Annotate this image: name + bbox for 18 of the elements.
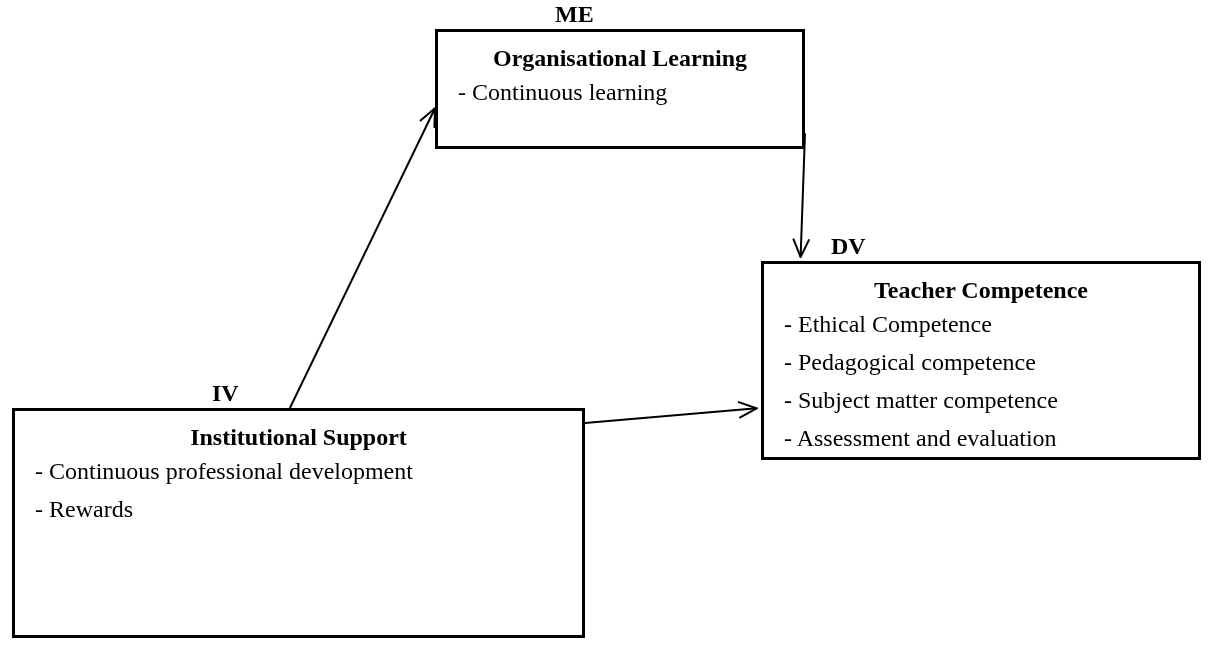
arrow <box>288 107 436 409</box>
list-item: - Ethical Competence <box>784 310 993 338</box>
concept-box <box>12 408 585 638</box>
variable-label: DV <box>831 234 866 258</box>
concept-box <box>761 261 1201 460</box>
variable-label: IV <box>212 381 239 405</box>
list-item: - Rewards <box>35 495 134 523</box>
list-item: - Assessment and evaluation <box>784 424 1058 452</box>
concept-box <box>435 29 805 149</box>
variable-label: ME <box>555 2 594 26</box>
box-heading: Teacher Competence <box>873 276 1089 305</box>
list-item: - Continuous professional development <box>35 457 414 485</box>
list-item: - Subject matter competence <box>784 386 1059 414</box>
arrow <box>584 400 758 424</box>
box-heading: Organisational Learning <box>492 44 748 73</box>
list-item: - Pedagogical competence <box>784 348 1037 376</box>
box-heading: Institutional Support <box>189 423 408 452</box>
list-item: - Continuous learning <box>458 78 669 106</box>
